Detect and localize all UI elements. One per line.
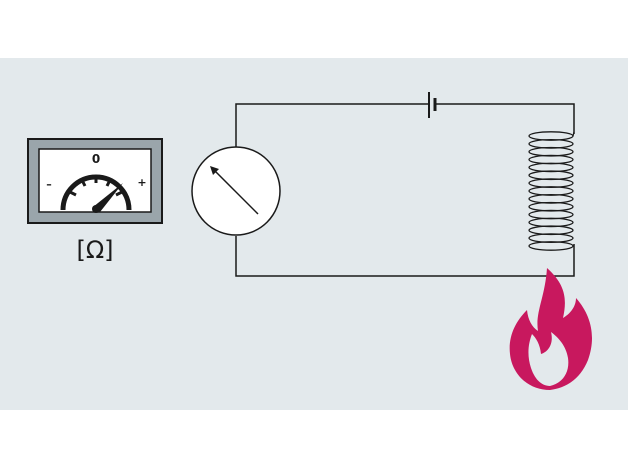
coil-turn [528,131,574,141]
coil-turn [528,146,574,157]
coil-turn [528,201,574,212]
coil-turn [528,241,574,251]
coil-icon [528,131,575,251]
coil-turn [528,154,574,165]
meter-plus-label: + [137,176,146,189]
coil-turn [528,233,574,243]
coil-turn [528,225,574,236]
coil-turn [528,162,574,173]
coil-turn [528,170,574,181]
meter-minus-label: – [46,178,52,191]
coil-turn [528,178,574,188]
coil-turn [528,194,574,204]
flame-icon [509,268,592,390]
circuit-wires [235,103,575,277]
coil-turn [528,217,574,228]
meter-zero-label: 0 [92,152,100,166]
ammeter-icon [191,146,281,236]
battery-icon [428,92,437,118]
coil-turn [528,186,574,196]
unit-label: [Ω] [76,236,114,264]
coil-turn [528,139,574,149]
ohmmeter-icon: 0 – + [27,138,163,224]
coil-turn [528,209,574,220]
